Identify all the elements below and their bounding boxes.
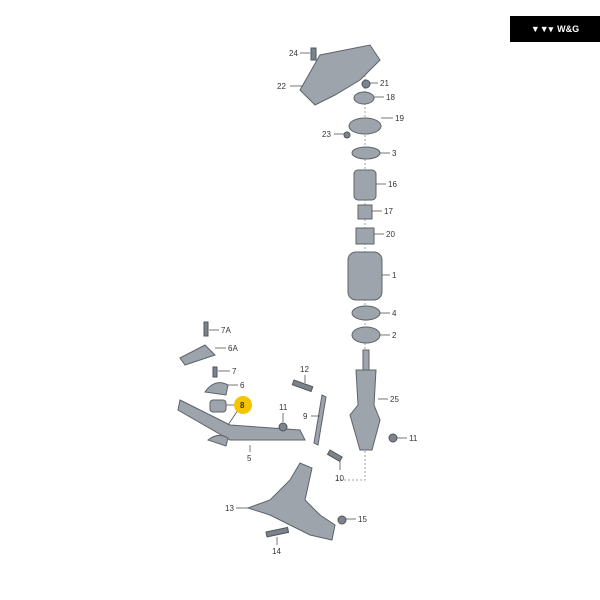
part-20-bump [355,227,375,245]
label-20[interactable]: 20 [386,230,395,239]
label-17[interactable]: 17 [384,207,393,216]
label-3[interactable]: 3 [392,149,397,158]
label-15[interactable]: 15 [358,515,367,524]
label-1[interactable]: 1 [392,271,397,280]
part-25-shock [349,369,381,451]
part-17-stop [357,204,373,220]
label-10[interactable]: 10 [335,474,344,483]
label-11-right[interactable]: 11 [409,434,418,443]
part-12-bolt [291,379,314,393]
part-25-rod [362,349,370,371]
part-6a-bracket [179,344,216,366]
part-18-bearing [353,91,375,105]
part-bushing-lower [206,434,229,447]
label-7[interactable]: 7 [232,367,237,376]
vw-logo-icon: ▼▼▾ [530,23,554,34]
part-19-mount [348,117,382,135]
part-9-link [313,394,327,446]
part-3-washer [351,146,381,160]
label-11-left[interactable]: 11 [279,403,288,412]
label-24[interactable]: 24 [289,49,298,58]
part-5-stabilizer-bar [177,399,306,441]
highlight-marker [234,396,252,414]
part-21-nut [361,79,371,89]
part-1-spring [347,251,383,301]
label-18[interactable]: 18 [386,93,395,102]
part-23-nut [343,131,351,139]
label-21[interactable]: 21 [380,79,389,88]
label-13[interactable]: 13 [225,504,234,513]
label-6[interactable]: 6 [240,381,245,390]
part-11-nut-right [388,433,398,443]
label-16[interactable]: 16 [388,180,397,189]
part-8-bushing [209,399,227,413]
label-2[interactable]: 2 [392,331,397,340]
brand-badge: ▼▼▾ W&G [510,16,600,42]
brand-name: W&G [557,24,580,34]
label-12[interactable]: 12 [300,365,309,374]
part-15-nut [337,515,347,525]
label-5[interactable]: 5 [247,454,252,463]
label-7a[interactable]: 7A [221,326,231,335]
part-10-bolt [326,449,343,463]
part-2-seat [351,326,381,344]
part-13-control-arm [246,462,336,541]
part-16-boot [353,169,377,201]
label-19[interactable]: 19 [395,114,404,123]
label-23[interactable]: 23 [322,130,331,139]
label-6a[interactable]: 6A [228,344,238,353]
guide-line [335,75,366,481]
label-25[interactable]: 25 [390,395,399,404]
part-11-nut-left [278,422,288,432]
part-22-bracket [299,44,381,106]
part-7a-bolt [203,321,209,337]
part-24-bolt [310,47,317,61]
label-4[interactable]: 4 [392,309,397,318]
part-4-seat [351,305,381,321]
label-8[interactable]: 8 [240,401,245,410]
part-14-bolt [265,526,290,538]
part-7-bolt [212,366,218,378]
label-9[interactable]: 9 [303,412,308,421]
part-6-clamp [204,382,229,396]
label-14[interactable]: 14 [272,547,281,556]
label-22[interactable]: 22 [277,82,286,91]
leader-lines [209,52,407,545]
